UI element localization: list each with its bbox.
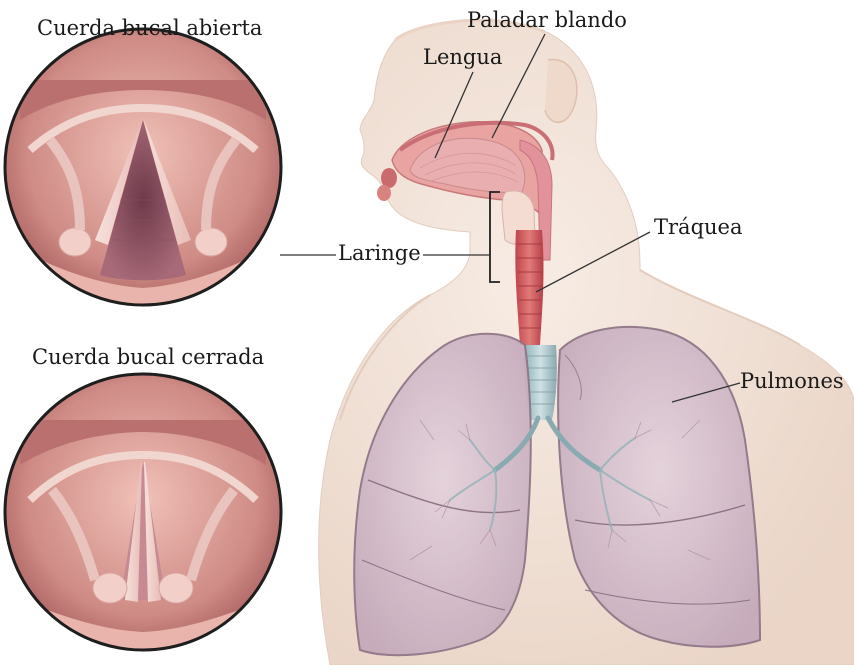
label-lungs: Pulmones <box>740 371 844 392</box>
label-vocal-cords-open: Cuerda bucal abierta <box>37 18 262 39</box>
label-trachea: Tráquea <box>654 217 742 238</box>
vocal-cords-closed-illustration <box>5 374 281 660</box>
label-vocal-cords-closed: Cuerda bucal cerrada <box>32 347 264 368</box>
label-larynx: Laringe <box>336 243 423 264</box>
label-tongue: Lengua <box>423 47 502 68</box>
vocal-cords-open-illustration <box>5 29 281 310</box>
label-soft-palate: Paladar blando <box>467 10 627 31</box>
